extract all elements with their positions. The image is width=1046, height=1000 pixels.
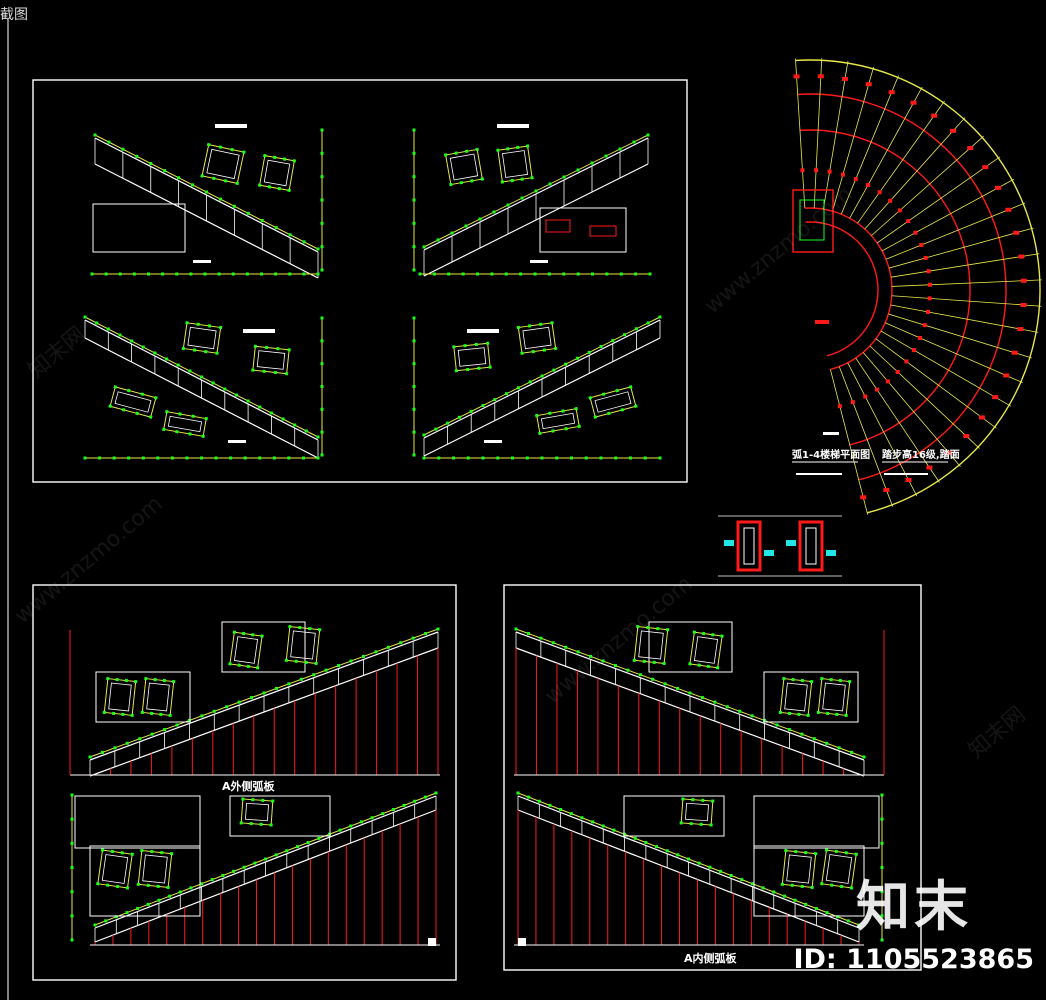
detail-block	[108, 385, 158, 419]
plan-subtitle: 踏步高16级,踏面	[882, 448, 960, 461]
sheet-border	[503, 584, 922, 971]
detail-block	[443, 147, 485, 187]
curved-stair-plan	[792, 58, 1042, 515]
section-details	[718, 515, 842, 577]
plan-arc	[799, 129, 971, 446]
detail-block	[140, 676, 176, 718]
caption-outer-arc-board: A外侧弧板	[222, 779, 276, 793]
detail-block	[102, 676, 138, 718]
detail-block	[96, 848, 134, 890]
detail-block	[496, 144, 534, 184]
plan-title: 弧1-4楼梯平面图	[792, 448, 870, 461]
detail-block	[228, 630, 264, 670]
detail-block	[181, 321, 223, 355]
detail-block	[162, 409, 208, 439]
window-title-fragment: 截图	[0, 7, 28, 23]
detail-block	[688, 630, 724, 670]
detail-block	[535, 406, 581, 436]
plan-arc	[797, 93, 1007, 481]
detail-block	[780, 848, 818, 890]
detail-block	[284, 624, 322, 666]
detail-block	[200, 142, 246, 186]
detail-block	[816, 676, 852, 718]
detail-block	[516, 321, 558, 355]
watermark-brand-logo: 知末	[856, 875, 972, 938]
detail-block	[239, 797, 275, 827]
detail-block	[820, 848, 858, 890]
plan-arc	[804, 207, 893, 371]
detail-block	[452, 341, 492, 373]
sheet-bottom-left: A外侧弧板	[32, 584, 457, 981]
detail-block	[588, 385, 638, 419]
detail-block	[257, 153, 297, 193]
watermark-id: ID: 1105523865	[793, 944, 1034, 975]
detail-block	[251, 344, 291, 376]
plan-arc	[795, 59, 1041, 514]
plan-arc	[805, 221, 879, 357]
detail-block	[679, 797, 715, 827]
caption-inner-arc-board: A内侧弧板	[684, 951, 738, 965]
sheet-bottom-right: A内侧弧板	[503, 584, 922, 971]
detail-block	[136, 848, 174, 890]
sheet-border	[32, 584, 457, 981]
sheet-border	[32, 79, 688, 483]
detail-block	[632, 624, 670, 666]
sheet-top-left	[32, 79, 688, 483]
detail-block	[778, 676, 814, 718]
